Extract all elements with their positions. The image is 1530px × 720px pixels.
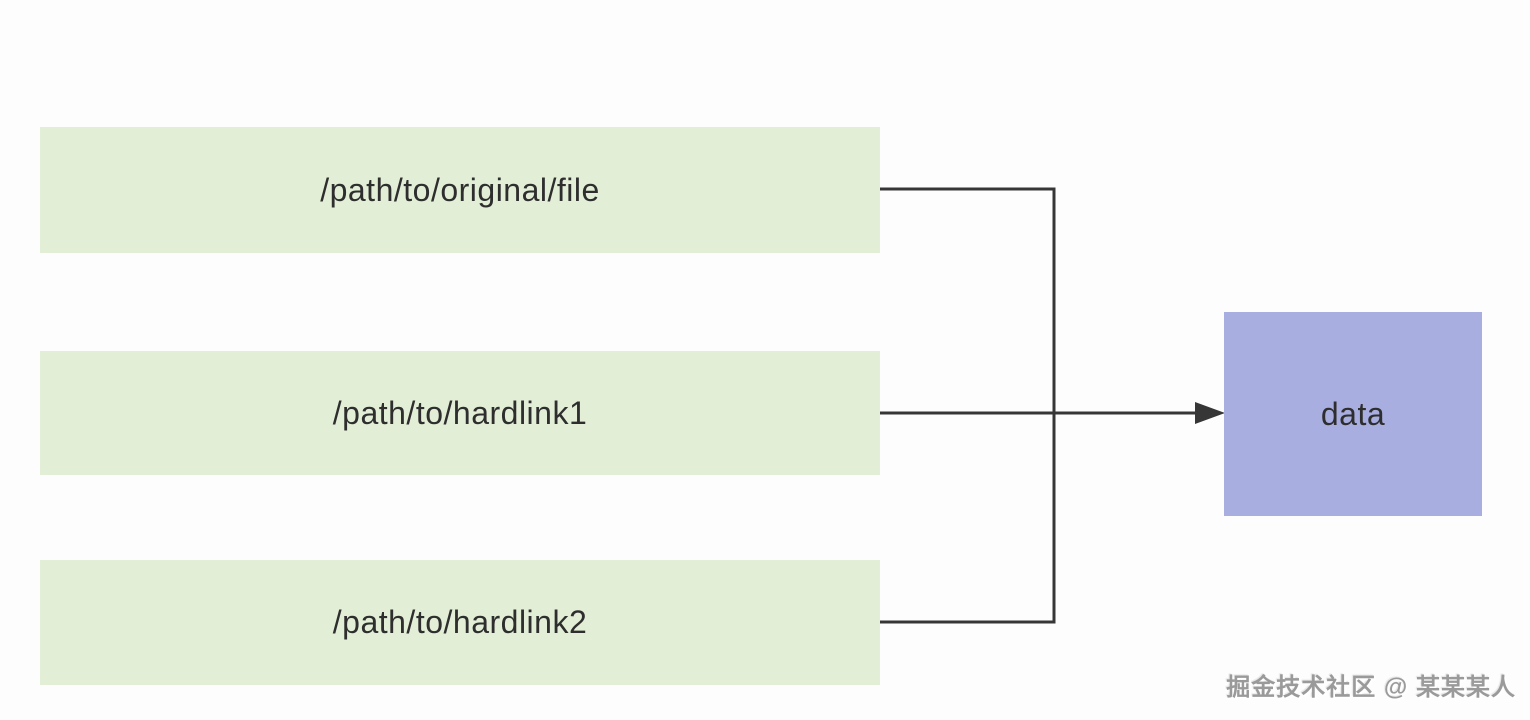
node-data-label: data — [1320, 395, 1386, 432]
node-hardlink1: /path/to/hardlink1 — [40, 351, 880, 475]
arrowhead-icon — [1195, 402, 1225, 424]
node-hardlink2: /path/to/hardlink2 — [40, 560, 880, 685]
node-original-file-label: /path/to/original/file — [320, 171, 600, 208]
connector-hardlink2-to-merge — [880, 413, 1056, 624]
node-original-file: /path/to/original/file — [40, 127, 880, 253]
node-data: data — [1224, 312, 1482, 516]
watermark: 掘金技术社区 @ 某某某人 — [1226, 674, 1516, 701]
node-hardlink1-label: /path/to/hardlink1 — [332, 394, 588, 431]
connector-original-to-merge — [880, 187, 1056, 413]
node-hardlink2-label: /path/to/hardlink2 — [332, 604, 588, 640]
